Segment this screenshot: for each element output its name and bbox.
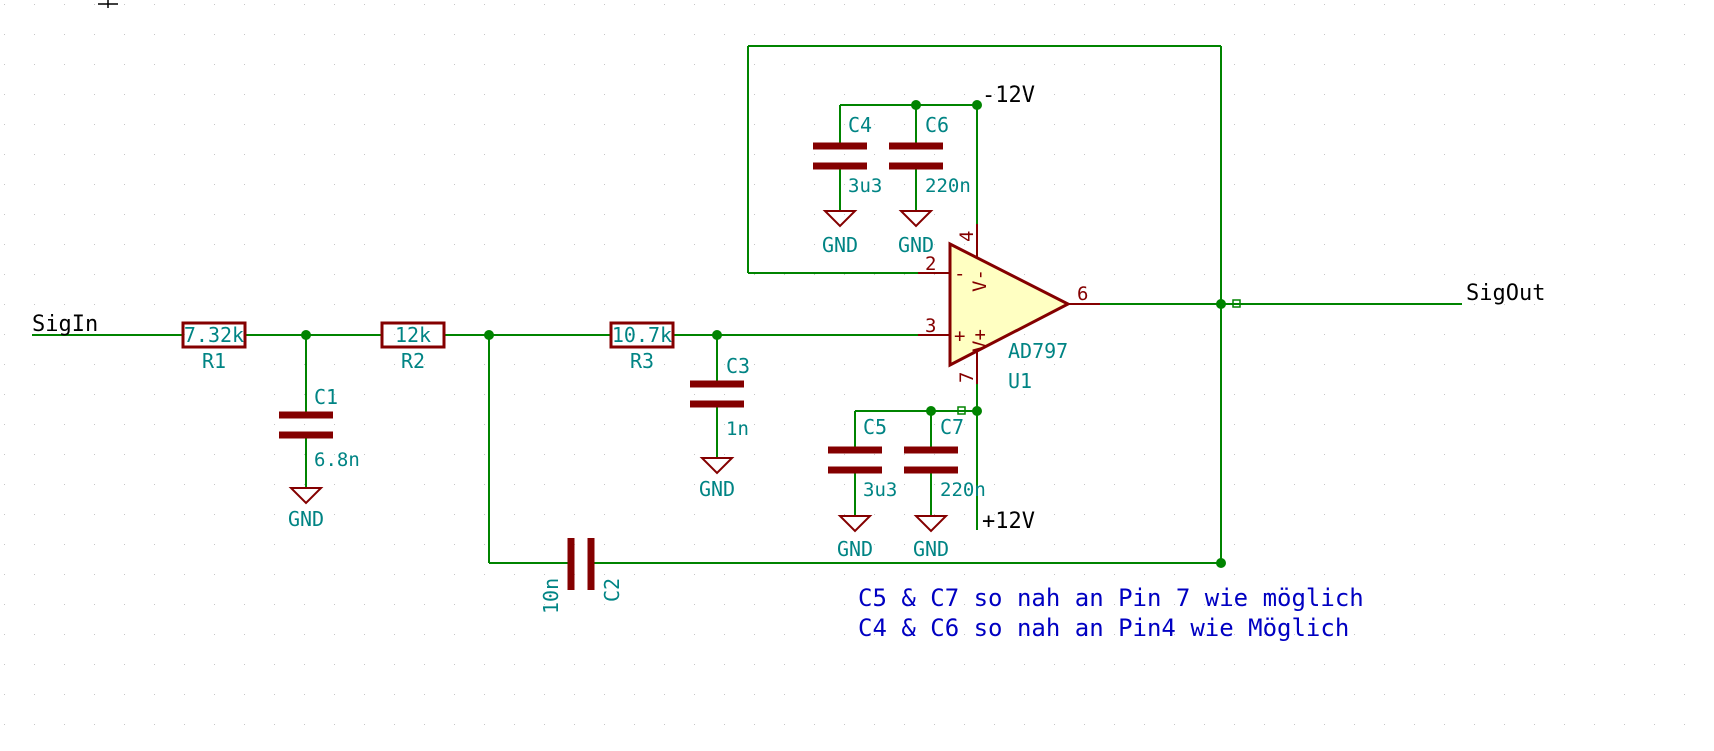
c2-value: 10n	[539, 578, 563, 614]
opamp-u1-pin-noninv-name: +	[954, 325, 965, 347]
c2-ref: C2	[600, 578, 624, 602]
capacitor-c6[interactable]	[889, 142, 943, 170]
c5-value: 3u3	[863, 479, 897, 501]
unconnected-marker-output	[1232, 299, 1241, 308]
c1-ref: C1	[314, 385, 338, 409]
resistor-r2-body	[380, 321, 446, 349]
opamp-u1-pin-vneg-name: V-	[969, 269, 991, 292]
u1-value: AD797	[1008, 339, 1068, 363]
junctions	[301, 100, 1226, 568]
resistor-r3-body	[609, 321, 675, 349]
c4-value: 3u3	[848, 175, 882, 197]
c7-value: 220n	[940, 479, 986, 501]
ground-c3-label: GND	[699, 477, 735, 501]
ground-c7-label: GND	[913, 537, 949, 561]
c1-value: 6.8n	[314, 449, 360, 471]
junction-output	[1216, 299, 1226, 309]
c6-value: 220n	[925, 175, 971, 197]
junction-feedback-bottom	[1216, 558, 1226, 568]
net-label-pos-supply[interactable]: +12V	[982, 509, 1035, 534]
capacitor-c2[interactable]	[567, 538, 595, 590]
resistor-r1[interactable]	[181, 321, 247, 349]
c3-value: 1n	[726, 418, 749, 440]
ground-c4-icon[interactable]	[822, 210, 858, 228]
opamp-u1-pin2-number: 2	[925, 253, 936, 275]
opamp-u1[interactable]: - + V- V+ 2 3 4 7 6	[918, 224, 1100, 384]
capacitor-c5[interactable]	[828, 446, 882, 474]
net-label-sigout[interactable]: SigOut	[1466, 281, 1545, 306]
ground-c5-icon[interactable]	[837, 515, 873, 533]
capacitor-c3[interactable]	[690, 380, 744, 408]
resistor-r3[interactable]	[609, 321, 675, 349]
resistor-r2[interactable]	[380, 321, 446, 349]
c6-ref: C6	[925, 113, 949, 137]
net-label-sigin[interactable]: SigIn	[32, 312, 98, 337]
ground-c5-label: GND	[837, 537, 873, 561]
opamp-u1-body	[948, 241, 1072, 368]
ground-c7-icon[interactable]	[913, 515, 949, 533]
junction-pos-c7	[926, 406, 936, 416]
r1-ref: R1	[202, 349, 226, 373]
r3-ref: R3	[630, 349, 654, 373]
ground-symbols	[288, 210, 949, 533]
note-line-2: C4 & C6 so nah an Pin4 wie Möglich	[858, 614, 1349, 642]
opamp-u1-pin4-number: 4	[956, 231, 978, 242]
capacitor-c4[interactable]	[813, 142, 867, 170]
r3-value: 10.7k	[612, 323, 672, 347]
r2-ref: R2	[401, 349, 425, 373]
wires	[32, 45, 1462, 564]
opamp-u1-pin-vpos-name: V+	[969, 329, 991, 352]
note-line-1: C5 & C7 so nah an Pin 7 wie möglich	[858, 584, 1364, 612]
junction-r3-c3	[712, 330, 722, 340]
c7-ref: C7	[940, 415, 964, 439]
ground-c6-icon[interactable]	[898, 210, 934, 228]
ground-c1-icon[interactable]	[288, 487, 324, 505]
junction-r1-r2	[301, 330, 311, 340]
opamp-u1-pin7-number: 7	[956, 372, 978, 383]
c4-ref: C4	[848, 113, 872, 137]
c3-ref: C3	[726, 354, 750, 378]
design-notes: C5 & C7 so nah an Pin 7 wie möglich C4 &…	[858, 584, 1364, 642]
u1-ref: U1	[1008, 369, 1032, 393]
r2-value: 12k	[395, 323, 431, 347]
net-label-neg-supply[interactable]: -12V	[982, 83, 1035, 108]
junction-r2-r3	[484, 330, 494, 340]
r1-value: 7.32k	[184, 323, 244, 347]
junction-neg-c6	[911, 100, 921, 110]
junction-neg-rail	[972, 100, 982, 110]
ground-labels: GND GND GND GND GND GND	[288, 233, 949, 561]
unconnected-marker-pos-rail	[957, 406, 966, 415]
component-labels: 7.32k R1 12k R2 10.7k R3 C1 6.8n C3 1n C…	[184, 113, 1068, 614]
c5-ref: C5	[863, 415, 887, 439]
net-labels: SigIn SigOut -12V +12V	[32, 83, 1545, 534]
cursor-crosshair	[98, 0, 118, 8]
capacitor-c7[interactable]	[904, 446, 958, 474]
opamp-u1-pin3-number: 3	[925, 315, 936, 337]
ground-c6-label: GND	[898, 233, 934, 257]
ground-c4-label: GND	[822, 233, 858, 257]
resistor-r1-body	[181, 321, 247, 349]
junction-pos-rail	[972, 406, 982, 416]
capacitor-c1[interactable]	[279, 411, 333, 439]
ground-c1-label: GND	[288, 507, 324, 531]
opamp-u1-pin6-number: 6	[1077, 283, 1088, 305]
ground-c3-icon[interactable]	[699, 457, 735, 475]
opamp-u1-pin-inv-name: -	[954, 263, 965, 285]
